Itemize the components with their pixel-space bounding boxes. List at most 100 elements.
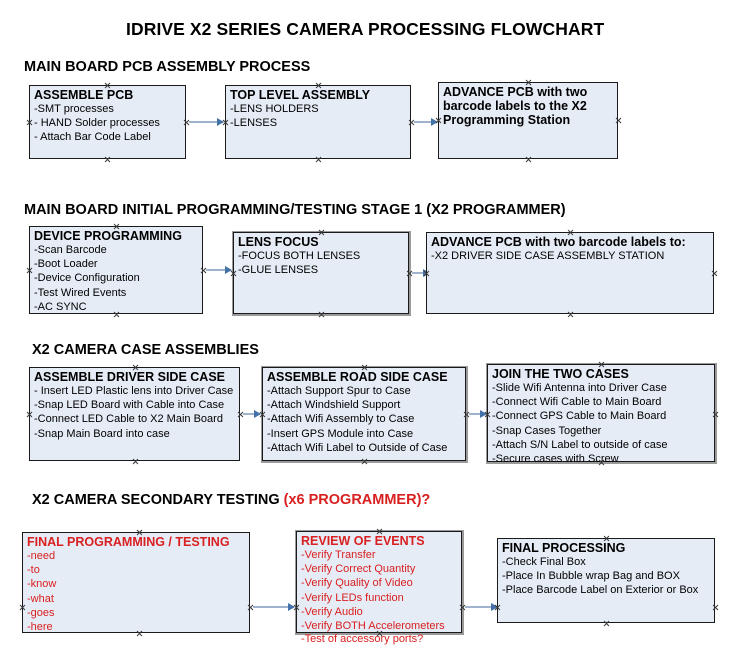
section-heading-4-text: X2 CAMERA SECONDARY TESTING	[32, 492, 284, 508]
node-title: LENS FOCUS	[238, 235, 319, 249]
connector-top-level-to-advance-pcb	[414, 118, 438, 126]
list-item: -Verify Correct Quantity	[301, 563, 416, 576]
node-items: -LENS HOLDERS -LENSES	[226, 102, 410, 130]
list-item: -Attach S/N Label to outside of case	[492, 438, 668, 451]
list-item: -Verify Transfer	[301, 549, 376, 561]
node-items: -SMT processes - HAND Solder processes -…	[30, 102, 185, 145]
connector-final-programming-to-review-events	[253, 603, 295, 611]
list-item: -Check Final Box	[502, 556, 586, 568]
list-item: - HAND Solder processes	[34, 117, 160, 130]
list-item: -X2 DRIVER SIDE CASE ASSEMBLY STATION	[431, 250, 665, 262]
arrowhead-icon	[431, 118, 438, 126]
node-assemble-pcb[interactable]: ASSEMBLE PCB -SMT processes - HAND Solde…	[29, 85, 186, 159]
node-advance-pcb-driver-side-case[interactable]: ADVANCE PCB with two barcode labels to: …	[426, 232, 714, 314]
node-items: -Verify Transfer -Verify Correct Quantit…	[297, 548, 461, 645]
node-title: ASSEMBLE PCB	[34, 88, 134, 102]
node-review-of-events[interactable]: REVIEW OF EVENTS -Verify Transfer -Verif…	[296, 531, 462, 645]
section-heading-4: X2 CAMERA SECONDARY TESTING (x6 PROGRAMM…	[32, 492, 430, 508]
page-title: IDRIVE X2 SERIES CAMERA PROCESSING FLOWC…	[126, 19, 605, 39]
list-item: -know	[27, 578, 57, 591]
list-item: -LENSES	[230, 117, 278, 130]
node-advance-pcb-programming-station[interactable]: ADVANCE PCB with two barcode labels to t…	[438, 82, 618, 159]
connector-assemble-pcb-to-top-level	[189, 118, 224, 126]
connector-driver-case-to-road-case	[243, 410, 261, 418]
section-heading-1-text: MAIN BOARD PCB ASSEMBLY PROCESS	[24, 59, 311, 75]
connector-road-case-to-join-cases	[469, 410, 487, 418]
list-item: -Verify LEDs function	[301, 591, 404, 604]
list-item: -here	[27, 621, 53, 634]
node-items: -FOCUS BOTH LENSES -GLUE LENSES	[234, 249, 408, 277]
section-heading-4-red-text: (x6 PROGRAMMER)?	[283, 492, 431, 508]
arrowhead-icon	[254, 410, 261, 418]
node-final-processing[interactable]: FINAL PROCESSING -Check Final Box -Place…	[497, 538, 715, 623]
list-item: - Attach Bar Code Label	[34, 131, 151, 144]
section-heading-2: MAIN BOARD INITIAL PROGRAMMING/TESTING S…	[24, 202, 566, 218]
list-item: -Attach Windshield Support	[267, 399, 401, 412]
list-item: -Device Configuration	[34, 272, 140, 285]
connector-device-programming-to-lens-focus	[206, 266, 232, 274]
list-item: -Verify Audio	[301, 605, 363, 618]
list-item: -what	[27, 592, 54, 605]
node-items: -Slide Wifi Antenna into Driver Case -Co…	[488, 381, 714, 466]
list-item: -need	[27, 550, 56, 562]
node-items: -Attach Support Spur to Case -Attach Win…	[263, 384, 465, 455]
node-title: REVIEW OF EVENTS	[301, 534, 425, 548]
list-item: -FOCUS BOTH LENSES	[238, 250, 361, 262]
list-item: -Attach Support Spur to Case	[267, 385, 411, 397]
list-item: -Connect LED Cable to X2 Main Board	[34, 413, 223, 426]
list-item: -Boot Loader	[34, 258, 98, 271]
node-title: FINAL PROCESSING	[502, 541, 626, 555]
list-item: -Slide Wifi Antenna into Driver Case	[492, 382, 667, 394]
list-item: -Insert GPS Module into Case	[267, 427, 414, 440]
node-items: -Scan Barcode -Boot Loader -Device Confi…	[30, 243, 202, 314]
node-title: JOIN THE TWO CASES	[492, 367, 629, 381]
list-item: -Test Wired Events	[34, 286, 127, 299]
node-items: -Check Final Box -Place In Bubble wrap B…	[498, 555, 714, 598]
node-title: TOP LEVEL ASSEMBLY	[230, 88, 371, 102]
list-item: -Connect GPS Cable to Main Board	[492, 410, 667, 423]
node-title: ADVANCE PCB with two barcode labels to t…	[443, 85, 588, 127]
list-item: -Snap Cases Together	[492, 424, 602, 437]
arrowhead-icon	[480, 410, 487, 418]
node-items: -X2 DRIVER SIDE CASE ASSEMBLY STATION	[427, 249, 713, 263]
list-item: -Secure cases with Screw	[492, 453, 619, 466]
list-item: -GLUE LENSES	[238, 264, 319, 277]
connector-review-events-to-final-processing	[465, 603, 498, 611]
list-item: -Connect Wifi Cable to Main Board	[492, 396, 662, 409]
section-heading-3: X2 CAMERA CASE ASSEMBLIES	[32, 342, 259, 358]
node-lens-focus[interactable]: LENS FOCUS -FOCUS BOTH LENSES -GLUE LENS…	[233, 232, 409, 314]
node-title: FINAL PROGRAMMING / TESTING	[27, 535, 230, 549]
list-item: -Verify BOTH Accelerometers	[301, 620, 445, 633]
node-assemble-road-side-case[interactable]: ASSEMBLE ROAD SIDE CASE -Attach Support …	[262, 367, 466, 461]
list-item: -SMT processes	[34, 103, 114, 115]
list-item: -Scan Barcode	[34, 244, 107, 256]
section-heading-2-text: MAIN BOARD INITIAL PROGRAMMING/TESTING S…	[24, 202, 566, 218]
list-item: -Place In Bubble wrap Bag and BOX	[502, 570, 680, 583]
node-title: ADVANCE PCB with two barcode labels to:	[431, 235, 686, 249]
node-device-programming[interactable]: DEVICE PROGRAMMING -Scan Barcode -Boot L…	[29, 226, 203, 314]
node-title: ASSEMBLE DRIVER SIDE CASE	[34, 370, 226, 384]
list-item-overflow: -Test of accessory ports?	[301, 632, 424, 645]
arrowhead-icon	[288, 603, 295, 611]
arrowhead-icon	[225, 266, 232, 274]
section-heading-3-text: X2 CAMERA CASE ASSEMBLIES	[32, 342, 259, 358]
list-item: -LENS HOLDERS	[230, 103, 319, 115]
list-item: -Verify Quality of Video	[301, 577, 413, 590]
node-title: DEVICE PROGRAMMING	[34, 229, 182, 243]
node-join-the-two-cases[interactable]: JOIN THE TWO CASES -Slide Wifi Antenna i…	[487, 364, 715, 465]
list-item: - Insert LED Plastic lens into Driver Ca…	[34, 385, 234, 397]
node-title: ASSEMBLE ROAD SIDE CASE	[267, 370, 448, 384]
node-assemble-driver-side-case[interactable]: ASSEMBLE DRIVER SIDE CASE - Insert LED P…	[29, 367, 240, 461]
arrowhead-icon	[491, 603, 498, 611]
arrowhead-icon	[217, 118, 224, 126]
list-item: -Attach Wifi Assembly to Case	[267, 413, 415, 426]
list-item: -goes	[27, 606, 55, 619]
section-heading-1: MAIN BOARD PCB ASSEMBLY PROCESS	[24, 59, 310, 75]
list-item: -Attach Wifi Label to Outside of Case	[267, 441, 448, 454]
list-item: -Place Barcode Label on Exterior or Box	[502, 584, 699, 597]
node-top-level-assembly[interactable]: TOP LEVEL ASSEMBLY -LENS HOLDERS -LENSES	[225, 85, 411, 159]
list-item: -Snap LED Board with Cable into Case	[34, 399, 225, 412]
list-item: -AC SYNC	[34, 300, 87, 313]
node-final-programming-testing[interactable]: FINAL PROGRAMMING / TESTING -need -to -k…	[22, 532, 250, 633]
